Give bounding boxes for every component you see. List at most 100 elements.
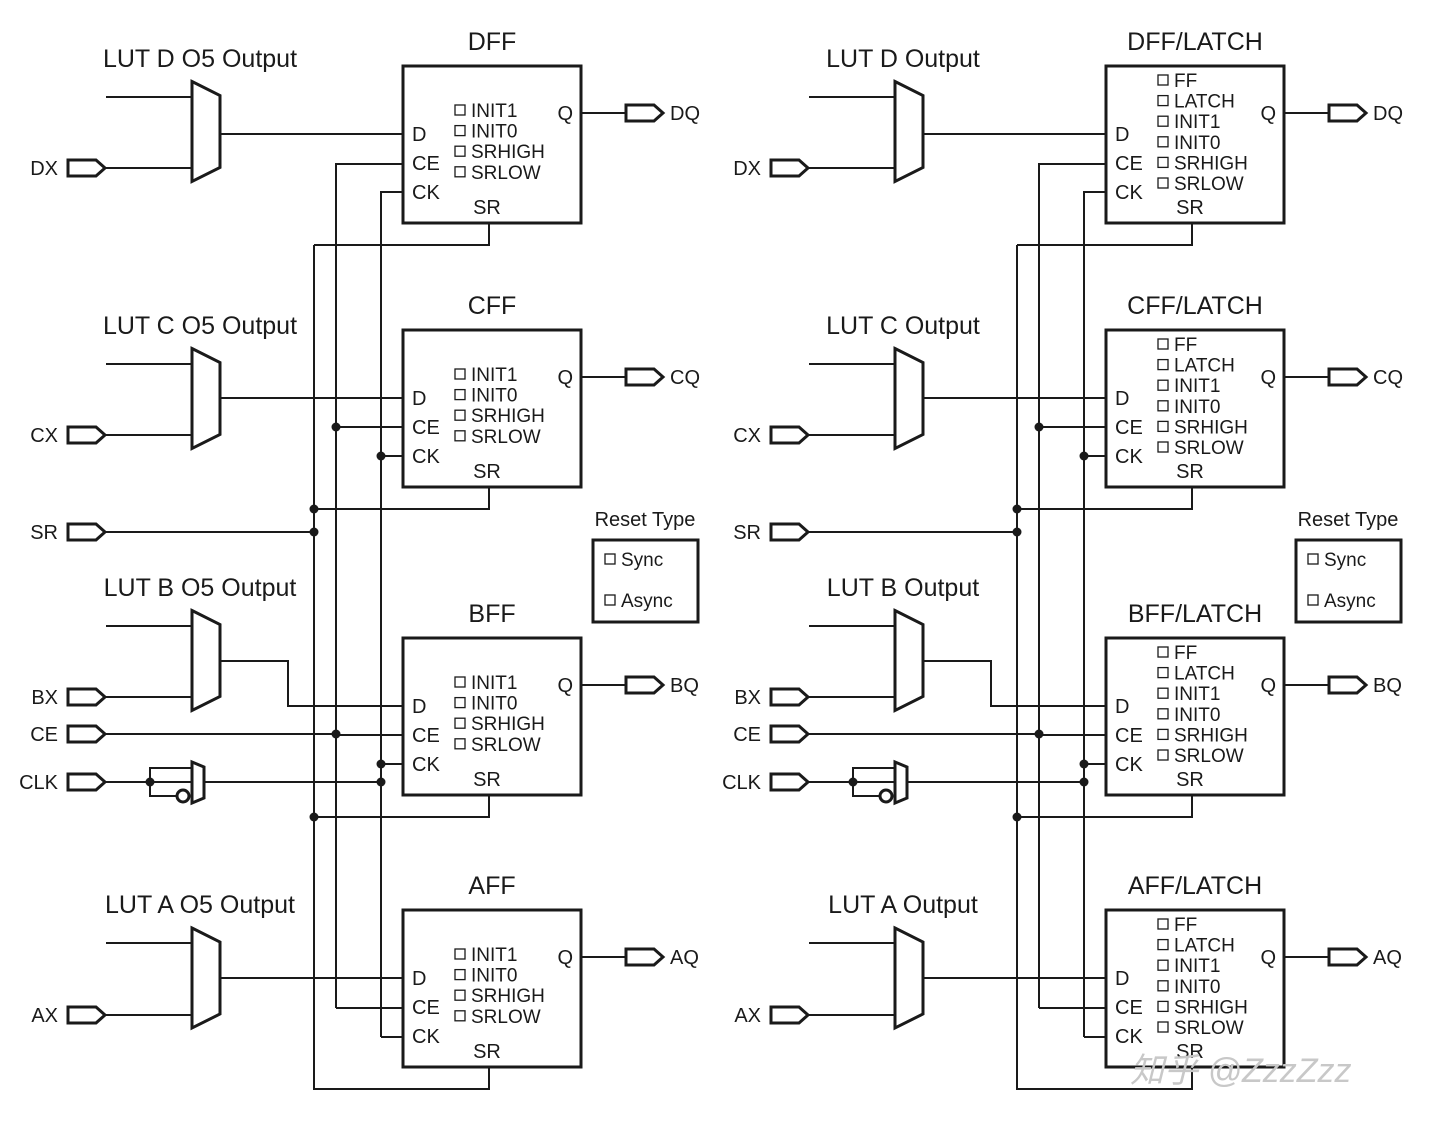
flip-flop-box (1104, 328, 1286, 489)
flip-flop-option: INIT1 (1174, 112, 1220, 133)
flip-flop-box (401, 64, 583, 225)
lut-output-label: LUT A O5 Output (105, 891, 295, 919)
pin-d-label: D (412, 968, 426, 990)
sr-bus-d (314, 223, 490, 246)
option-checkbox (1157, 177, 1169, 189)
lut-output-label: LUT D Output (826, 45, 980, 73)
option-checkbox (454, 968, 466, 981)
option-checkbox (1157, 420, 1169, 433)
option-checkbox (1157, 666, 1169, 679)
option-checkbox (454, 145, 466, 157)
pin-ce-label: CE (1115, 417, 1143, 439)
flip-flop-option: FF (1174, 71, 1197, 92)
q-output-label: DQ (670, 103, 700, 125)
flip-flop-title: BFF/LATCH (1128, 600, 1262, 628)
sr-bus-b (314, 795, 490, 818)
flip-flop-option: LATCH (1174, 92, 1235, 113)
option-checkbox (454, 124, 466, 137)
sr-input-label: SR (30, 522, 58, 544)
ce-input-label: CE (733, 724, 761, 746)
sr-bus-c (1017, 487, 1193, 510)
option-checkbox (1157, 708, 1169, 720)
pin-sr-label: SR (1176, 461, 1204, 483)
reset-type-title: Reset Type (1298, 509, 1399, 531)
pin-ck-label: CK (1115, 1026, 1143, 1048)
flip-flop-option: SRLOW (471, 427, 541, 448)
pin-q-label: Q (1260, 103, 1276, 125)
option-checkbox (1157, 646, 1169, 658)
option-checkbox (1157, 94, 1169, 107)
flip-flop-option: INIT0 (1174, 133, 1220, 154)
flip-flop-title: BFF (468, 600, 515, 628)
q-output-label: CQ (670, 367, 700, 389)
shapes (66, 64, 1403, 1069)
flip-flop-option: INIT1 (1174, 684, 1220, 705)
option-checkbox (454, 368, 466, 380)
mux-to-d-wire (923, 660, 1106, 707)
option-checkbox (604, 594, 616, 606)
clk-true-path (149, 767, 192, 782)
pin-ce-label: CE (1115, 153, 1143, 175)
flip-flop-option: FF (1174, 643, 1197, 664)
flip-flop-option: INIT0 (471, 694, 517, 715)
q-output-label: BQ (1373, 675, 1402, 697)
pin-sr-label: SR (1176, 1041, 1204, 1063)
pin-d-label: D (1115, 388, 1129, 410)
clk-true-path (852, 767, 895, 782)
option-checkbox (454, 989, 466, 1001)
port-pad (66, 772, 108, 792)
lut-output-label: LUT C O5 Output (103, 312, 297, 340)
pin-sr-label: SR (473, 197, 501, 219)
pin-d-label: D (1115, 124, 1129, 146)
mux-symbol (893, 346, 925, 451)
q-output-label: BQ (670, 675, 699, 697)
flip-flop-box (401, 908, 583, 1069)
flip-flop-box (1104, 908, 1286, 1069)
pin-ck-label: CK (1115, 182, 1143, 204)
junction-dot (145, 777, 155, 787)
bypass-input-label: AX (31, 1005, 58, 1027)
flip-flop-option: INIT0 (471, 966, 517, 987)
port-pad (1327, 675, 1369, 695)
reset-type-option: Sync (621, 550, 663, 571)
junction-dot (1012, 812, 1022, 822)
pin-ck-label: CK (412, 182, 440, 204)
flip-flop-option: SRHIGH (471, 714, 545, 735)
pin-q-label: Q (557, 103, 573, 125)
flip-flop-option: INIT1 (1174, 376, 1220, 397)
option-checkbox (1157, 959, 1169, 971)
option-checkbox (454, 409, 466, 421)
lut-output-label: LUT B Output (827, 574, 979, 602)
clk-input-label: CLK (19, 772, 59, 794)
mux-to-d-wire (220, 660, 403, 707)
reset-type-option: Sync (1324, 550, 1366, 571)
q-output-label: AQ (1373, 947, 1402, 969)
flip-flop-option: INIT0 (471, 386, 517, 407)
option-checkbox (1307, 594, 1319, 606)
option-checkbox (1157, 728, 1169, 741)
junction-dot (1012, 527, 1022, 537)
flip-flop-box (1104, 64, 1286, 225)
sr-bus-b (1017, 795, 1193, 818)
port-pad (624, 367, 666, 387)
mux-symbol (190, 346, 222, 451)
pin-sr-label: SR (473, 1041, 501, 1063)
pin-sr-label: SR (473, 461, 501, 483)
flip-flop-option: LATCH (1174, 664, 1235, 685)
option-checkbox (1157, 400, 1169, 412)
pin-d-label: D (412, 124, 426, 146)
pin-ce-label: CE (412, 153, 440, 175)
option-checkbox (454, 1010, 466, 1022)
flip-flop-option: INIT1 (471, 365, 517, 386)
clk-inverter-bubble (878, 788, 894, 804)
flip-flop-title: CFF (468, 292, 517, 320)
flip-flop-option: INIT1 (471, 101, 517, 122)
junction-dot (376, 451, 386, 461)
pin-sr-label: SR (1176, 197, 1204, 219)
reset-type-option: Async (1324, 591, 1376, 612)
port-pad (769, 724, 811, 744)
flip-flop-option: SRLOW (471, 735, 541, 756)
wires (105, 96, 1329, 1090)
pin-sr-label: SR (473, 769, 501, 791)
